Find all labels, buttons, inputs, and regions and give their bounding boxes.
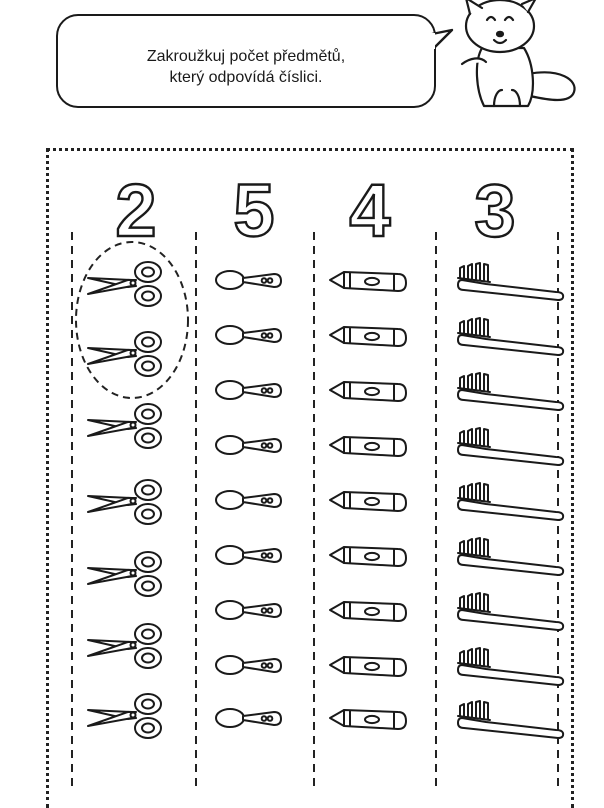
scissors-icon[interactable] <box>87 403 162 449</box>
toothbrush-icon[interactable] <box>457 427 565 466</box>
column-number-4: 3 <box>474 169 515 252</box>
scissors-icon[interactable] <box>87 261 162 307</box>
crayon-icon[interactable] <box>329 271 407 292</box>
column-number-1: 2 <box>115 169 156 252</box>
scissors-icon[interactable] <box>87 623 162 669</box>
scissors-icon[interactable] <box>87 479 162 525</box>
spoon-icon[interactable] <box>215 655 282 675</box>
bubble-tail <box>431 28 454 49</box>
spoon-icon[interactable] <box>215 490 282 510</box>
toothbrush-icon[interactable] <box>457 262 565 301</box>
spoon-icon[interactable] <box>215 380 282 400</box>
crayon-icon[interactable] <box>329 709 407 730</box>
toothbrush-icon[interactable] <box>457 372 565 411</box>
speech-bubble: Zakroužkuj počet předmětů, který odpovíd… <box>56 14 436 108</box>
scissors-icon[interactable] <box>87 551 162 597</box>
crayon-icon[interactable] <box>329 491 407 512</box>
crayon-icon[interactable] <box>329 326 407 347</box>
toothbrush-icon[interactable] <box>457 482 565 521</box>
spoon-icon[interactable] <box>215 270 282 290</box>
toothbrush-icon[interactable] <box>457 317 565 356</box>
crayon-icon[interactable] <box>329 656 407 677</box>
toothbrush-icon[interactable] <box>457 537 565 576</box>
scissors-icon[interactable] <box>87 693 162 739</box>
instruction-line-1: Zakroužkuj počet předmětů, <box>146 48 346 65</box>
dotted-frame <box>46 148 574 808</box>
spoon-icon[interactable] <box>215 325 282 345</box>
cat-mascot-icon <box>460 0 576 108</box>
mascot-layer <box>430 0 576 108</box>
crayon-icon[interactable] <box>329 601 407 622</box>
example-answer-circle <box>75 241 189 399</box>
spoon-icon[interactable] <box>215 600 282 620</box>
spoon-icon[interactable] <box>215 708 282 728</box>
spoon-icon[interactable] <box>215 435 282 455</box>
toothbrush-icon[interactable] <box>457 700 565 739</box>
instruction-line-2: který odpovídá číslici. <box>169 69 323 86</box>
toothbrush-icon[interactable] <box>457 592 565 631</box>
crayon-icon[interactable] <box>329 381 407 402</box>
column-number-2: 5 <box>233 169 274 252</box>
crayon-icon[interactable] <box>329 546 407 567</box>
scissors-icon[interactable] <box>87 331 162 377</box>
toothbrush-icon[interactable] <box>457 647 565 686</box>
crayon-icon[interactable] <box>329 436 407 457</box>
spoon-icon[interactable] <box>215 545 282 565</box>
instruction-text: Zakroužkuj počet předmětů, který odpovíd… <box>58 46 434 88</box>
column-number-3: 4 <box>349 169 390 252</box>
